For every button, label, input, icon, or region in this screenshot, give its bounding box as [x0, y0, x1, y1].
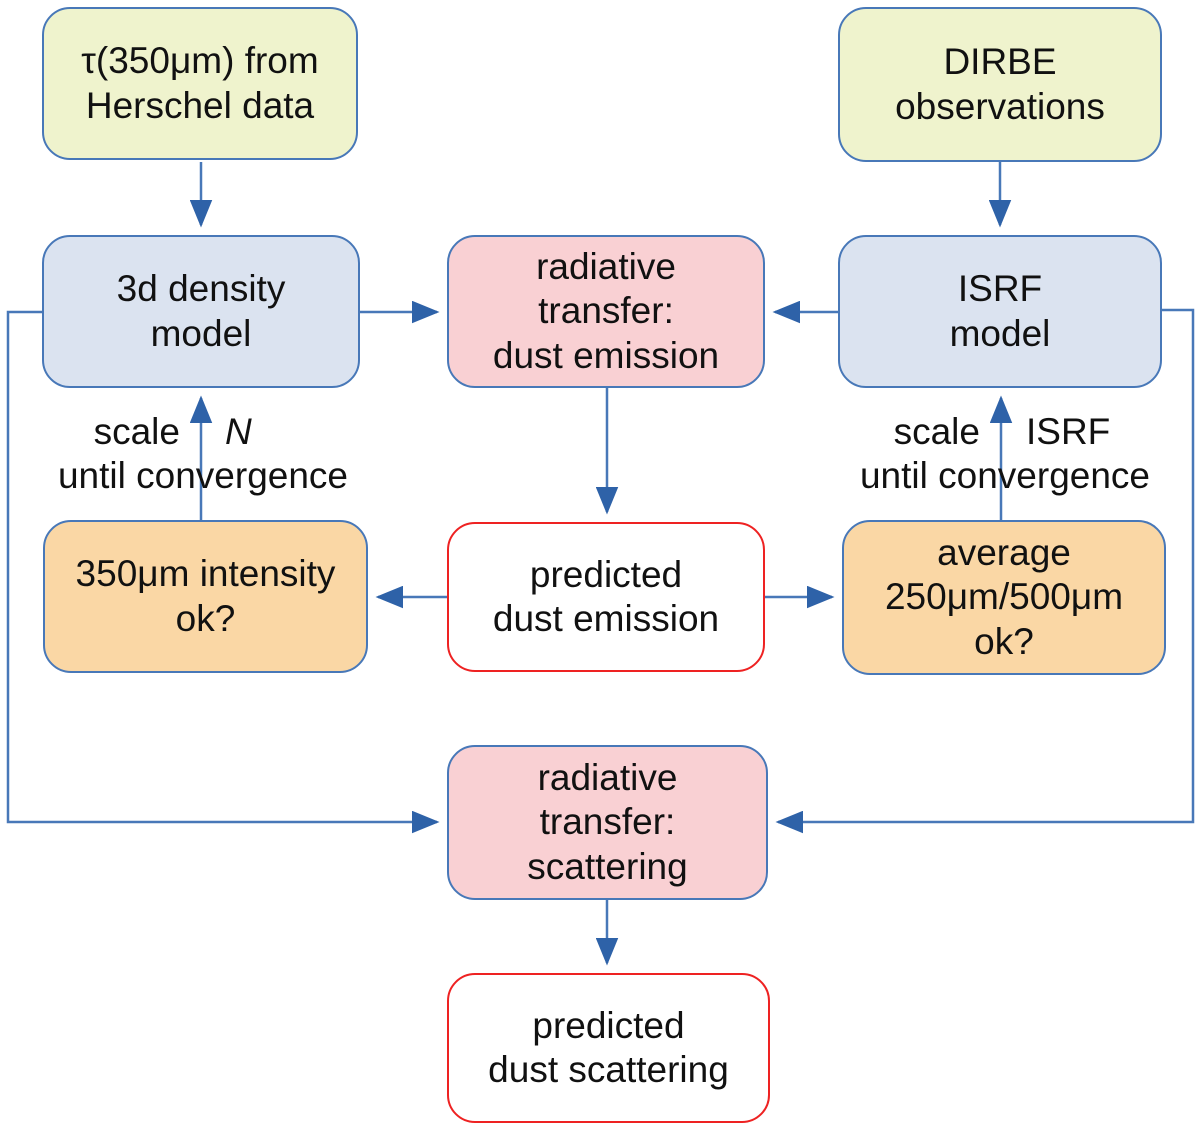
- node-predicted-dust-scattering: predicted dust scattering: [447, 973, 770, 1123]
- label-left-variable-n: N: [225, 411, 252, 452]
- node-average-ratio-check: average 250μm/500μm ok?: [842, 520, 1166, 675]
- label-left-scale: scale: [93, 411, 180, 452]
- arrow-isrf-to-rt-scattering: [775, 308, 1195, 834]
- label-right-variable-isrf: ISRF: [1026, 411, 1111, 452]
- arrow-density-to-rt-scattering: [6, 310, 440, 834]
- label-left-until-convergence: until convergence: [57, 455, 349, 496]
- node-radiative-transfer-scattering: radiative transfer: scattering: [447, 745, 768, 900]
- node-radiative-transfer-emission: radiative transfer: dust emission: [447, 235, 765, 388]
- label-right-until-convergence: until convergence: [859, 455, 1151, 496]
- node-tau-herschel: τ(350μm) from Herschel data: [42, 7, 358, 160]
- node-predicted-dust-emission: predicted dust emission: [447, 522, 765, 672]
- node-3d-density-model: 3d density model: [42, 235, 360, 388]
- node-dirbe-observations: DIRBE observations: [838, 7, 1162, 162]
- node-350um-intensity-check: 350μm intensity ok?: [43, 520, 368, 673]
- label-right-scale: scale: [893, 411, 980, 452]
- node-isrf-model: ISRF model: [838, 235, 1162, 388]
